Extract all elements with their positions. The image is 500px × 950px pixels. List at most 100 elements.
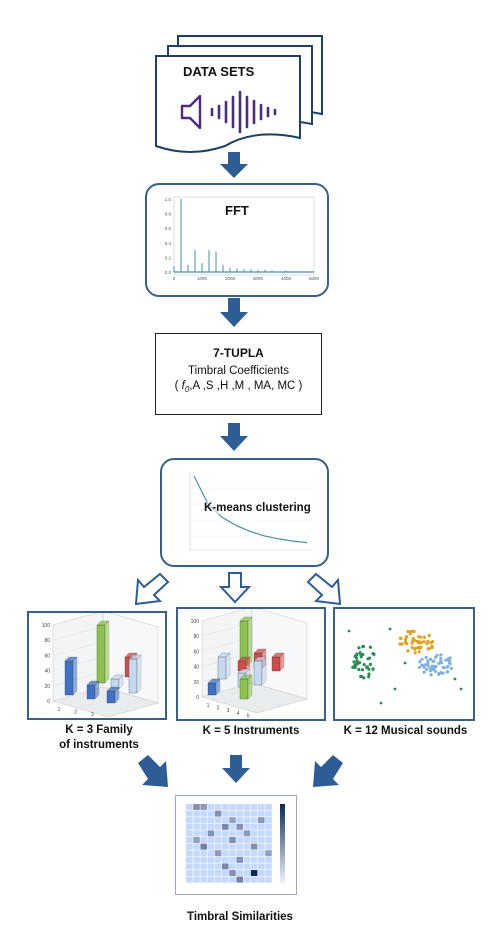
scatter-point — [447, 659, 451, 663]
bar3d-gridline — [52, 641, 104, 656]
heatmap-cell — [243, 817, 251, 824]
bar3d-y-tick: 0 — [47, 699, 50, 705]
bar3d-bar — [106, 690, 116, 704]
bar3d-bar — [64, 660, 74, 696]
heatmap-cell — [229, 876, 236, 883]
heatmap-cell — [207, 837, 215, 843]
bar3d-y-tick: 40 — [44, 669, 50, 675]
fft-x-tick: 3000 — [253, 276, 264, 281]
scatter-point — [453, 677, 457, 681]
scatter-point — [420, 657, 424, 661]
result-k5-label: K = 5 Instruments — [202, 725, 300, 737]
scatter-point — [441, 671, 445, 675]
heatmap-cell — [193, 863, 200, 870]
heatmap-cell — [265, 870, 272, 876]
heatmap-cell — [193, 870, 200, 876]
scatter-point — [398, 636, 402, 640]
heatmap-cell — [250, 856, 258, 863]
heatmap-cell — [207, 823, 215, 830]
heatmap-cell — [214, 817, 222, 824]
heatmap-cell — [265, 817, 272, 824]
scatter-point — [354, 656, 358, 660]
scatter-point — [422, 665, 426, 669]
heatmap-cell — [250, 843, 258, 850]
heatmap-cell — [236, 804, 243, 810]
output-title: Timbral Similarities — [187, 911, 293, 923]
heatmap-cell — [236, 876, 243, 883]
scatter-point — [361, 652, 365, 657]
bar3d-bar — [128, 658, 138, 694]
heatmap-colorbar — [280, 804, 285, 884]
tupla-f0: f — [181, 380, 185, 392]
heatmap-cell — [258, 810, 265, 817]
scatter-point — [406, 629, 410, 634]
heatmap-cell — [200, 823, 207, 830]
heatmap-cell — [236, 830, 243, 837]
bar3d-bar-side — [279, 652, 285, 672]
bar3d-x-tick: 1 — [58, 707, 61, 713]
scatter-point — [368, 662, 372, 666]
scatter-point — [448, 656, 452, 660]
heatmap-cell — [243, 856, 251, 863]
heatmap-cell — [250, 823, 258, 830]
heatmap-cell — [265, 850, 272, 857]
heatmap-cell — [258, 863, 265, 870]
heatmap-cell — [200, 863, 207, 870]
heatmap-cell — [186, 837, 193, 843]
scatter-point — [353, 663, 357, 667]
heatmap-cell — [265, 823, 272, 830]
heatmap-cell — [229, 863, 236, 870]
tupla-subtitle: Timbral Coefficients — [188, 365, 289, 377]
heatmap-cell — [207, 804, 215, 810]
heatmap-cell — [236, 823, 243, 830]
heatmap-cell — [222, 810, 229, 817]
scatter-point — [446, 664, 450, 669]
heatmap-cell — [243, 823, 251, 830]
scatter-point — [410, 641, 414, 645]
scatter-point — [347, 629, 351, 633]
heatmap-cell — [229, 830, 236, 837]
bar3d-x-tick: 2 — [74, 710, 77, 716]
scatter-point — [437, 672, 441, 676]
bar3d-bar-side — [94, 680, 100, 700]
heatmap-cell — [193, 837, 200, 843]
scatter-point — [357, 667, 361, 672]
heatmap-cell — [258, 856, 265, 863]
bar3d-x-tick: 2 — [217, 706, 220, 712]
heatmap-cell — [200, 856, 207, 863]
bar3d-bar-side — [136, 654, 142, 694]
heatmap-cell — [207, 810, 215, 817]
scatter-point — [361, 645, 365, 649]
heatmap-cell — [250, 830, 258, 837]
bar3d-bar-side — [247, 616, 253, 666]
bar3d-x-tick: 3 — [227, 708, 230, 714]
heatmap-cell — [229, 856, 236, 863]
bar3d-bar-side — [261, 656, 267, 686]
scatter-point — [408, 632, 412, 636]
heatmap-cell — [222, 876, 229, 883]
heatmap-cell — [207, 876, 215, 883]
speaker-waveform-icon — [180, 90, 277, 134]
bar3d-y-tick: 80 — [44, 638, 50, 644]
heatmap-cell — [258, 850, 265, 857]
heatmap-cell — [236, 810, 243, 817]
scatter-point — [417, 635, 421, 639]
heatmap-cell — [193, 804, 200, 810]
heatmap-cell — [243, 810, 251, 817]
bar3d-bar-side — [247, 674, 253, 700]
heatmap-cell — [250, 850, 258, 857]
kmeans-node: K-means clustering — [160, 458, 329, 567]
tupla-f0-sub: 0 — [184, 385, 190, 395]
arrow-tupla-kmeans — [220, 423, 248, 451]
scatter-point — [403, 661, 407, 665]
heatmap-cell — [258, 843, 265, 850]
scatter-point — [419, 641, 423, 645]
scatter-point — [355, 652, 359, 656]
bar3d-y-tick: 100 — [42, 623, 51, 629]
heatmap-cell — [222, 817, 229, 824]
fft-plot-frame — [173, 196, 315, 276]
heatmap-cell — [186, 830, 193, 837]
arrow-k5-output — [222, 755, 250, 783]
heatmap-cell — [193, 876, 200, 883]
scatter-point — [403, 638, 408, 642]
